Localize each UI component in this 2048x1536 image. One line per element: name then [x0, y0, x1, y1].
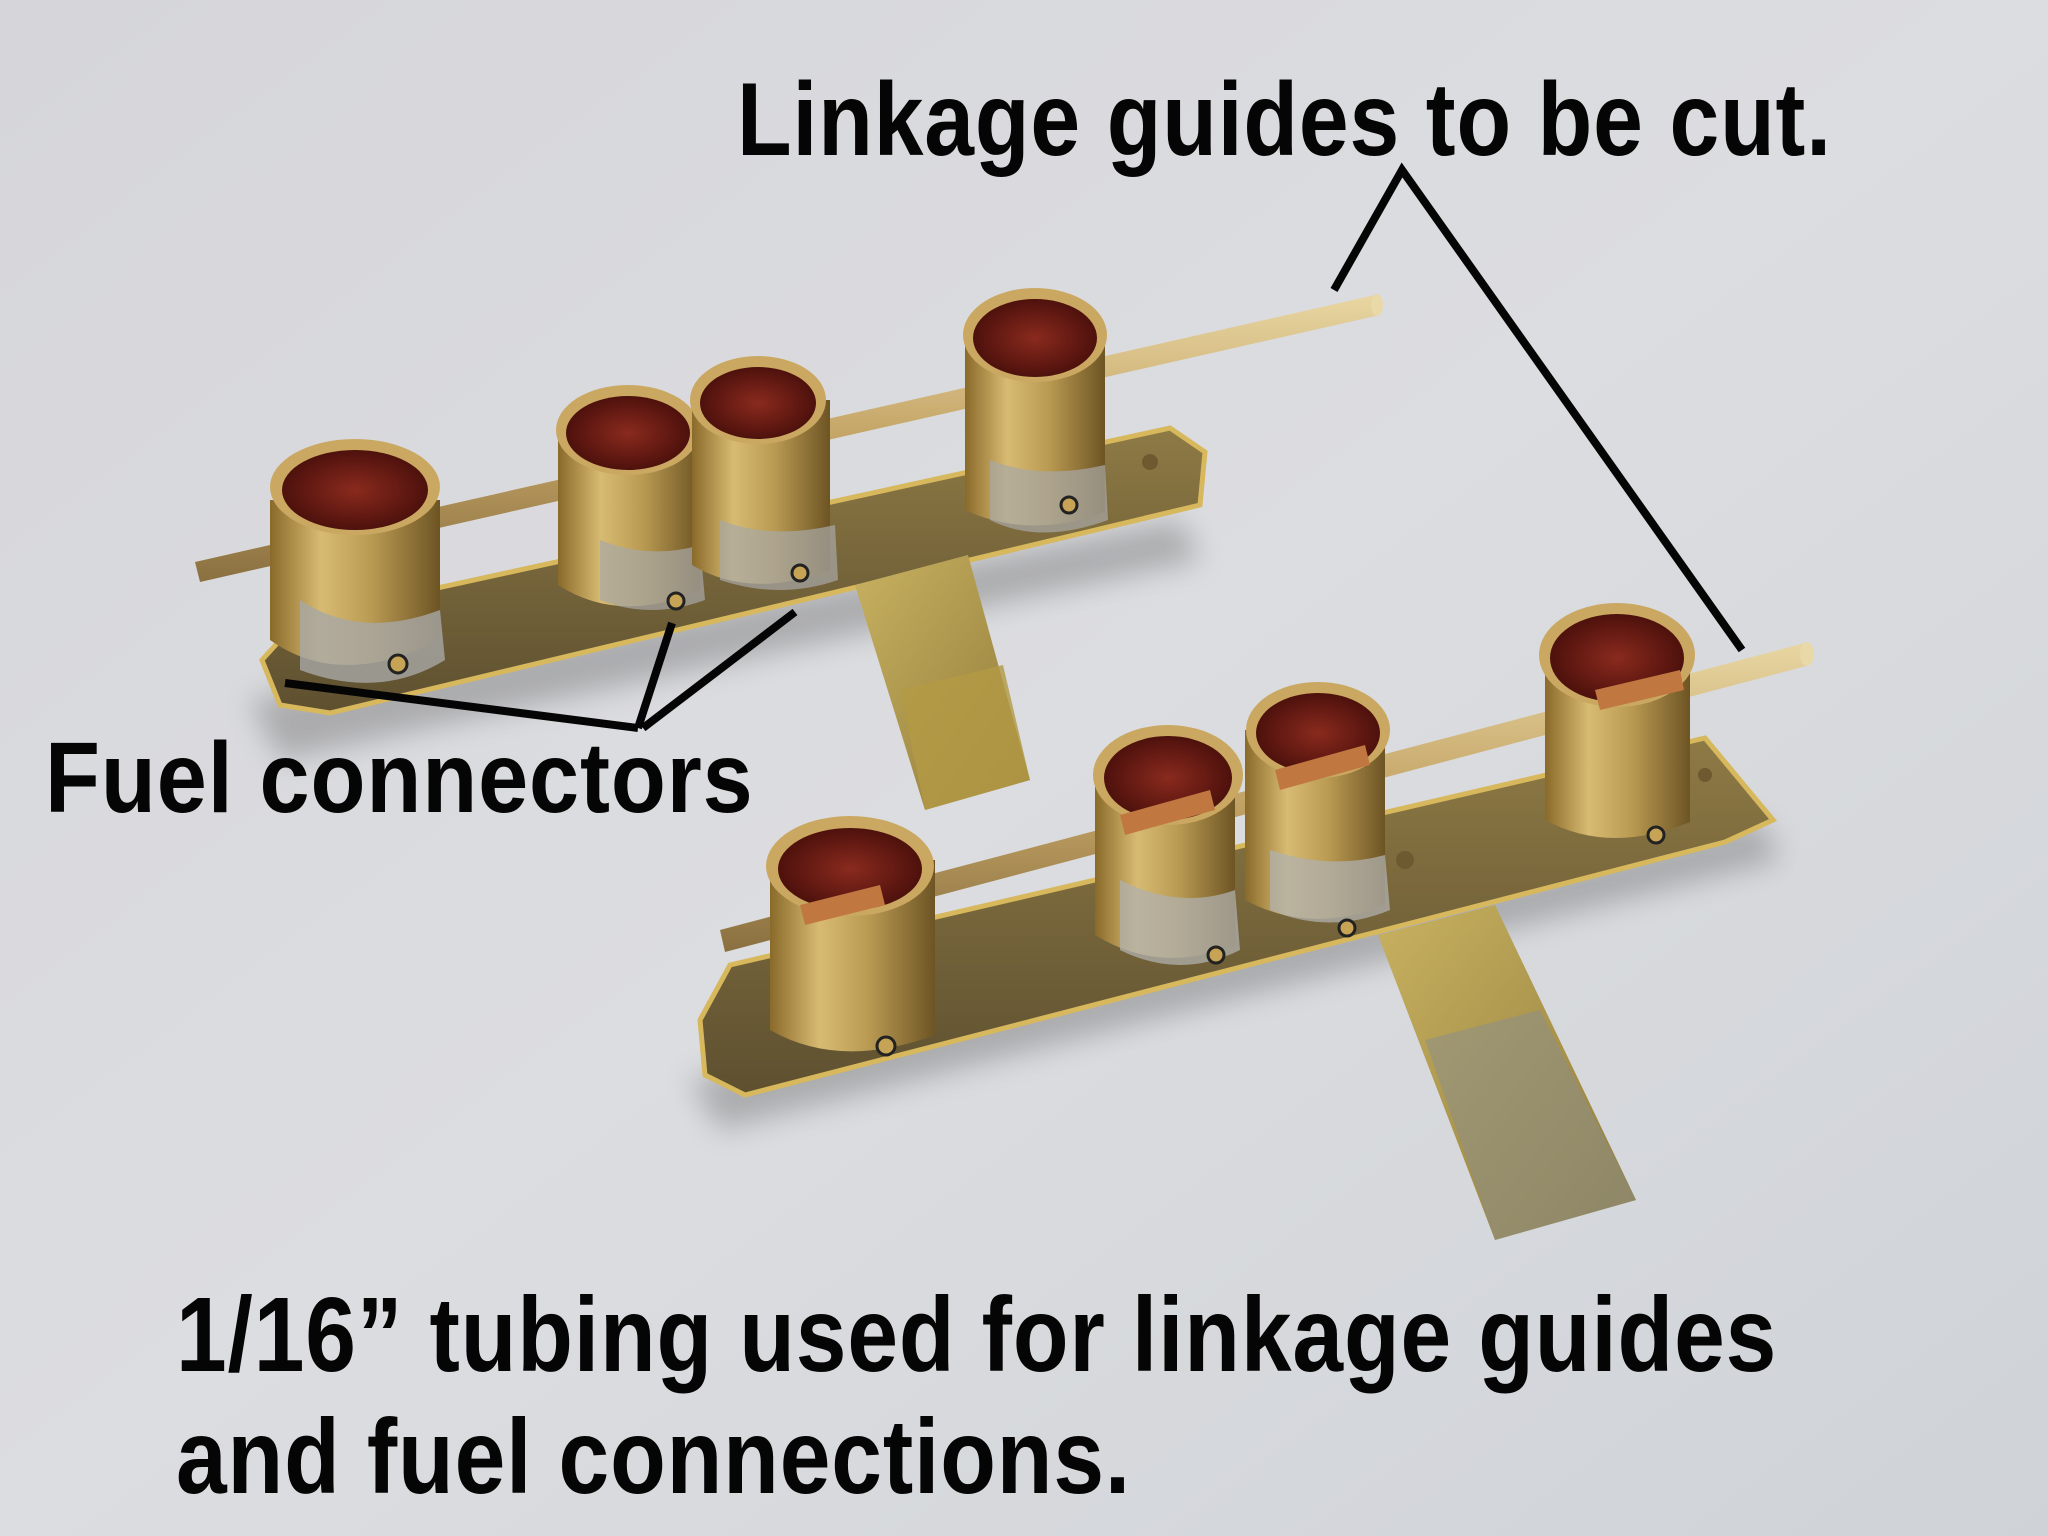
- upper-cup-2: [556, 385, 705, 611]
- lower-cup-3: [1245, 682, 1390, 938]
- upper-cup-4: [963, 288, 1108, 533]
- fuel-connectors-label: Fuel connectors: [45, 722, 754, 834]
- upper-cup-1: [270, 439, 445, 683]
- tubing-note-line-2: and fuel connections.: [176, 1398, 1132, 1516]
- lower-cup-2: [1093, 725, 1243, 965]
- lower-manifold: [697, 603, 1814, 1240]
- lower-cup-1: [766, 816, 935, 1057]
- linkage-guides-label: Linkage guides to be cut.: [737, 62, 1832, 178]
- tubing-note-line-1: 1/16” tubing used for linkage guides: [176, 1276, 1778, 1394]
- upper-cup-3: [690, 356, 838, 590]
- lower-cup-4: [1539, 603, 1695, 845]
- upper-manifold: [195, 288, 1383, 810]
